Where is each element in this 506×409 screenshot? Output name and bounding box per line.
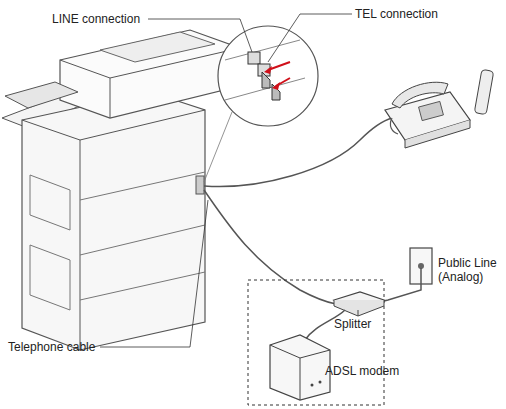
adsl-modem [270, 335, 330, 400]
phone-cord [390, 118, 398, 134]
part-label: ADSL modem [325, 364, 399, 378]
part-label: LINE connection [52, 12, 140, 26]
side-door [30, 245, 70, 310]
zoom-detail [225, 40, 305, 100]
line-cable [380, 268, 421, 302]
document-feeder [100, 32, 215, 62]
modem-edge [270, 345, 330, 400]
port-area [196, 176, 204, 194]
machine-body [22, 92, 205, 350]
zoom-guide [204, 112, 232, 182]
part-label: Splitter [334, 317, 371, 331]
group-outline [248, 280, 384, 405]
phone-cable [204, 118, 392, 187]
modem-led [319, 381, 322, 384]
side-door [30, 175, 70, 230]
part-label: Public Line (Analog) [438, 256, 502, 284]
machine-edge [80, 140, 81, 350]
leader-line [148, 19, 252, 52]
leader-line [268, 14, 352, 62]
part-label: TEL connection [355, 7, 438, 21]
telephone-cable [204, 190, 336, 304]
part-label: Telephone cable [8, 340, 95, 354]
tray-line [80, 172, 205, 300]
plug [262, 72, 270, 88]
telephone-base [405, 120, 470, 148]
leader-line [100, 200, 208, 347]
arrow-head [264, 66, 280, 90]
zoom-circle [218, 26, 318, 126]
cordless-handset [474, 69, 493, 114]
telephone-keypad [419, 101, 444, 120]
insert-arrow [268, 62, 290, 86]
line-port [248, 52, 260, 64]
operator-panel [5, 82, 78, 108]
scanner-unit [60, 30, 240, 118]
modem-led [311, 384, 314, 387]
